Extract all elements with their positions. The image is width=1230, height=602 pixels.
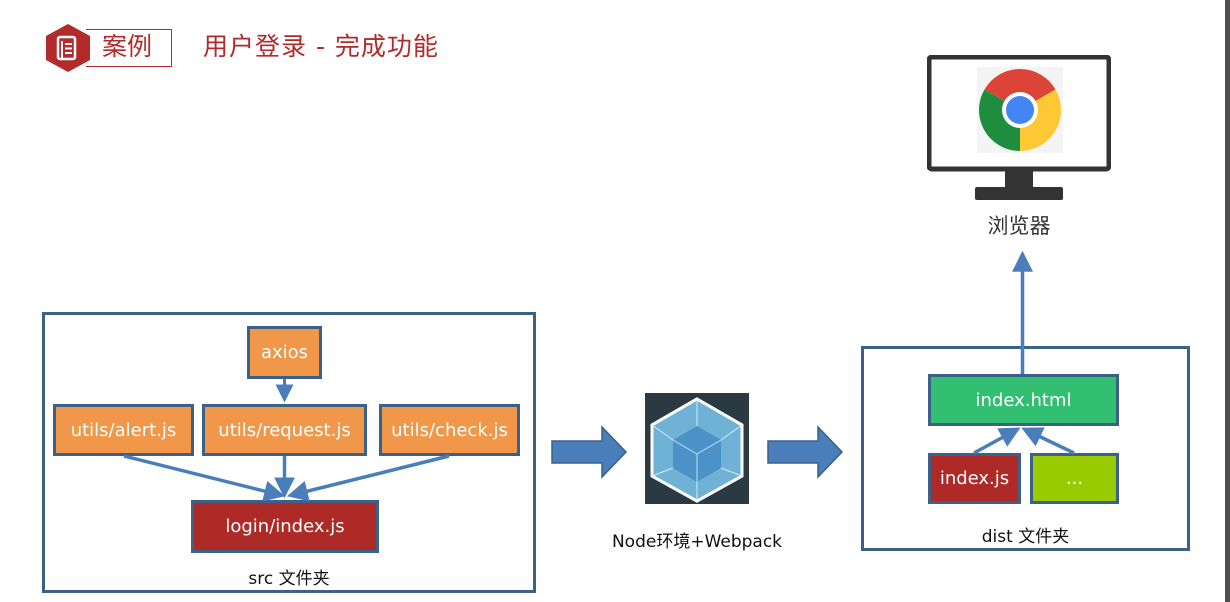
build-caption: Node环境+Webpack — [611, 532, 783, 552]
node-login-index: login/index.js — [191, 500, 379, 553]
document-icon — [46, 24, 90, 72]
webpack-icon — [645, 393, 749, 504]
arrow-src-to-webpack — [551, 425, 628, 479]
node-index-js: index.js — [928, 453, 1021, 504]
dist-folder-caption: dist 文件夹 — [981, 527, 1070, 547]
node-utils-check: utils/check.js — [379, 404, 520, 456]
case-badge — [86, 29, 172, 67]
node-index-html: index.html — [928, 374, 1119, 426]
window-edge — [1225, 0, 1230, 602]
page-title: 用户登录 - 完成功能 — [203, 32, 439, 61]
node-utils-request: utils/request.js — [202, 404, 367, 456]
chrome-icon — [977, 67, 1063, 153]
case-badge-label: 案例 — [102, 32, 153, 61]
browser-caption: 浏览器 — [987, 214, 1051, 238]
src-folder-caption: src 文件夹 — [248, 569, 330, 589]
arrow-webpack-to-dist — [767, 425, 844, 479]
node-utils-alert: utils/alert.js — [53, 404, 194, 456]
node-more: ... — [1030, 453, 1119, 504]
node-axios: axios — [247, 326, 322, 379]
